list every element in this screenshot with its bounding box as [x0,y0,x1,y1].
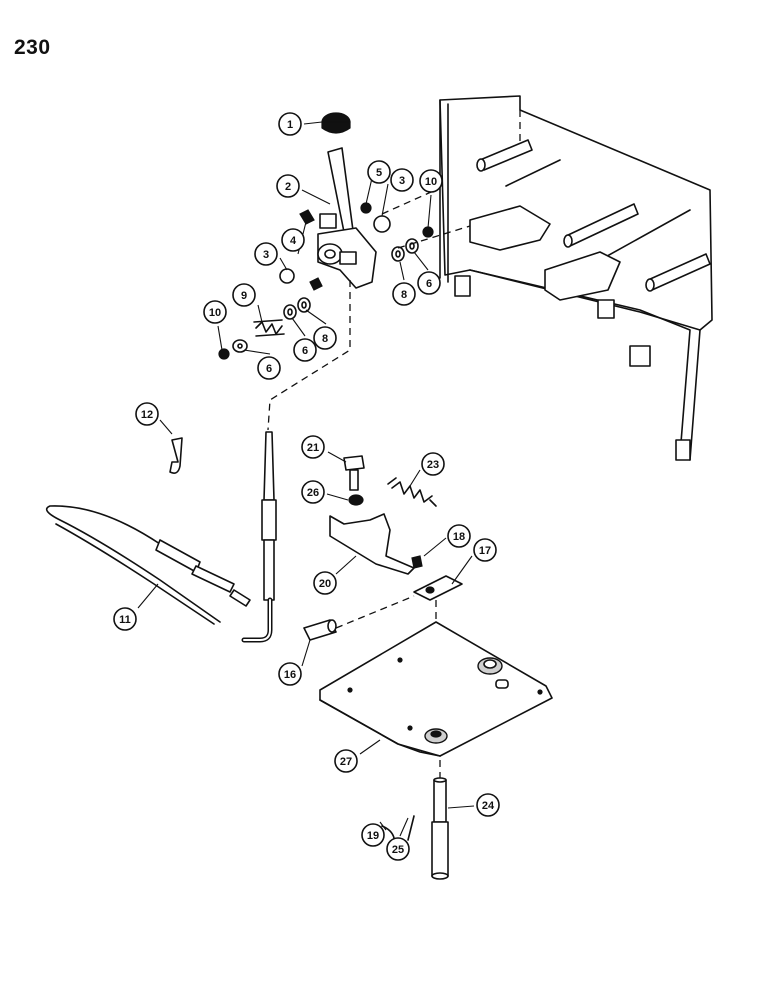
callout-circle [313,571,337,595]
callout-circle [254,242,278,266]
callout-27: 27 [334,749,358,773]
callout-circle [447,524,471,548]
callout-4: 4 [281,228,305,252]
callout-label: 20 [319,578,331,590]
chassis-frame [439,95,713,461]
callout-circle [476,793,500,817]
callout-21: 21 [301,435,325,459]
callout-circle [421,452,445,476]
callout-circle [281,228,305,252]
callout-19: 19 [361,823,385,847]
callout-circle [278,112,302,136]
callout-18: 18 [447,524,471,548]
callout-circle [276,174,300,198]
callout-3: 3 [390,168,414,192]
shift-linkage [303,575,463,740]
callout-17: 17 [473,538,497,562]
callout-8: 8 [392,282,416,306]
callout-10: 10 [419,169,443,193]
callout-label: 6 [302,345,308,357]
callout-label: 3 [399,175,405,187]
callout-circle [390,168,414,192]
callout-circle [392,282,416,306]
callout-2: 2 [276,174,300,198]
callout-5: 5 [367,160,391,184]
callout-circle [313,326,337,350]
callout-6: 6 [293,338,317,362]
callout-circle [203,300,227,324]
callout-6: 6 [257,356,281,380]
callout-circle [113,607,137,631]
callout-3: 3 [254,242,278,266]
cable-clip [169,437,183,474]
callout-label: 3 [263,249,269,261]
callout-20: 20 [313,571,337,595]
callout-label: 24 [482,800,495,812]
callout-label: 6 [426,278,432,290]
callout-label: 25 [392,844,404,856]
callout-circle [417,271,441,295]
callout-circle [257,356,281,380]
callout-circle [334,749,358,773]
callout-12: 12 [135,402,159,426]
callout-24: 24 [476,793,500,817]
callout-16: 16 [278,662,302,686]
callout-circle [278,662,302,686]
callout-circle [293,338,317,362]
callout-circle [386,837,410,861]
callout-circle [232,283,256,307]
callout-circle [419,169,443,193]
callout-circle [361,823,385,847]
callout-label: 23 [427,459,439,471]
callout-label: 17 [479,545,491,557]
callout-23: 23 [421,452,445,476]
callout-label: 4 [290,235,297,247]
callout-label: 16 [284,669,296,681]
callout-label: 26 [307,487,319,499]
callout-label: 12 [141,409,153,421]
leader-lines [137,121,475,837]
callout-9: 9 [232,283,256,307]
page-number: 230 [14,36,51,59]
callout-label: 27 [340,756,352,768]
callout-label: 10 [425,176,437,188]
callout-11: 11 [113,607,137,631]
callout-label: 2 [285,181,291,193]
callout-label: 11 [119,614,131,626]
mounting-hardware [329,455,437,575]
shift-shaft [381,760,449,880]
callout-label: 8 [322,333,328,345]
callout-circle [473,538,497,562]
callout-label: 10 [209,307,221,319]
callout-26: 26 [301,480,325,504]
cover-plate [319,621,553,757]
callout-circle [301,435,325,459]
callout-label: 5 [376,167,382,179]
callout-10: 10 [203,300,227,324]
callout-circle [135,402,159,426]
callout-label: 8 [401,289,407,301]
callout-circle [301,480,325,504]
callout-label: 6 [266,363,272,375]
callout-label: 9 [241,290,247,302]
callout-label: 1 [287,119,293,131]
control-lever-assembly [218,112,471,431]
callout-label: 19 [367,830,379,842]
callout-8: 8 [313,326,337,350]
callout-label: 18 [453,531,465,543]
callout-label: 21 [307,442,319,454]
callout-1: 1 [278,112,302,136]
callout-25: 25 [386,837,410,861]
control-cable [45,431,277,643]
callout-circle [367,160,391,184]
callout-6: 6 [417,271,441,295]
